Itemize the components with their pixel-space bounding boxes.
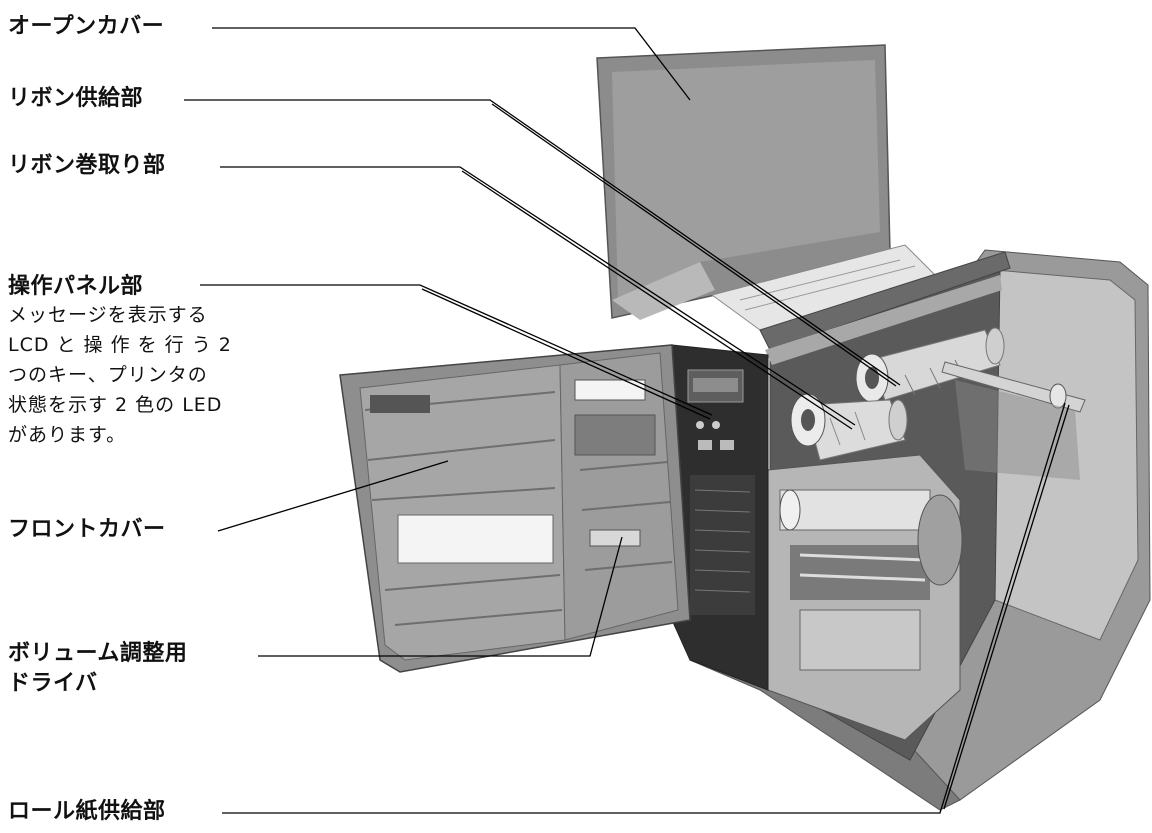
leader-ribbon-supply-inner bbox=[491, 103, 897, 387]
operation-panel bbox=[671, 344, 769, 691]
cover-hinge-strip bbox=[612, 262, 715, 320]
label-front-cover: フロントカバー bbox=[8, 517, 166, 542]
top-rail bbox=[759, 251, 1011, 351]
description-line: 状態を示す 2 色の LED bbox=[8, 394, 223, 416]
leader-roll-paper-outer bbox=[222, 402, 1066, 814]
leader-ribbon-rewind-outer bbox=[220, 166, 856, 426]
open-cover-inner bbox=[612, 60, 880, 300]
description-line: つのキー、プリンタの bbox=[8, 364, 208, 386]
label-roll-paper-supply: ロール紙供給部 bbox=[8, 799, 166, 824]
description-line: LCD と 操 作 を 行 う 2 bbox=[8, 334, 232, 356]
leader-operation-panel-outer bbox=[200, 284, 713, 416]
label-ribbon-supply: リボン供給部 bbox=[8, 86, 144, 111]
leader-front-cover bbox=[217, 460, 449, 532]
leader-roll-paper-inner bbox=[943, 404, 1070, 810]
front-cover bbox=[339, 344, 691, 673]
label-operation-panel: 操作パネル部 bbox=[8, 274, 144, 299]
ribbon-supply-spindle bbox=[855, 327, 1005, 403]
printer-photo bbox=[339, 44, 1151, 811]
label-volume-driver-line2: ドライバ bbox=[8, 671, 98, 696]
leader-operation-panel-inner bbox=[421, 288, 711, 420]
print-mechanism bbox=[767, 454, 963, 741]
operation-panel-description: メッセージを表示する LCD と 操 作 を 行 う 2 つのキー、プリンタの … bbox=[8, 300, 232, 450]
label-volume-driver-line1: ボリューム調整用 bbox=[8, 641, 188, 666]
description-line: メッセージを表示する bbox=[8, 304, 208, 326]
description-line: があります。 bbox=[8, 424, 127, 446]
leader-ribbon-supply-outer bbox=[184, 99, 901, 386]
leader-open-cover bbox=[212, 27, 691, 101]
label-ribbon-rewind: リボン巻取り部 bbox=[8, 153, 166, 178]
leader-volume-driver bbox=[258, 536, 623, 657]
leader-lines bbox=[184, 27, 1070, 814]
label-open-cover: オープンカバー bbox=[8, 14, 165, 39]
leader-ribbon-rewind-inner bbox=[461, 170, 853, 430]
